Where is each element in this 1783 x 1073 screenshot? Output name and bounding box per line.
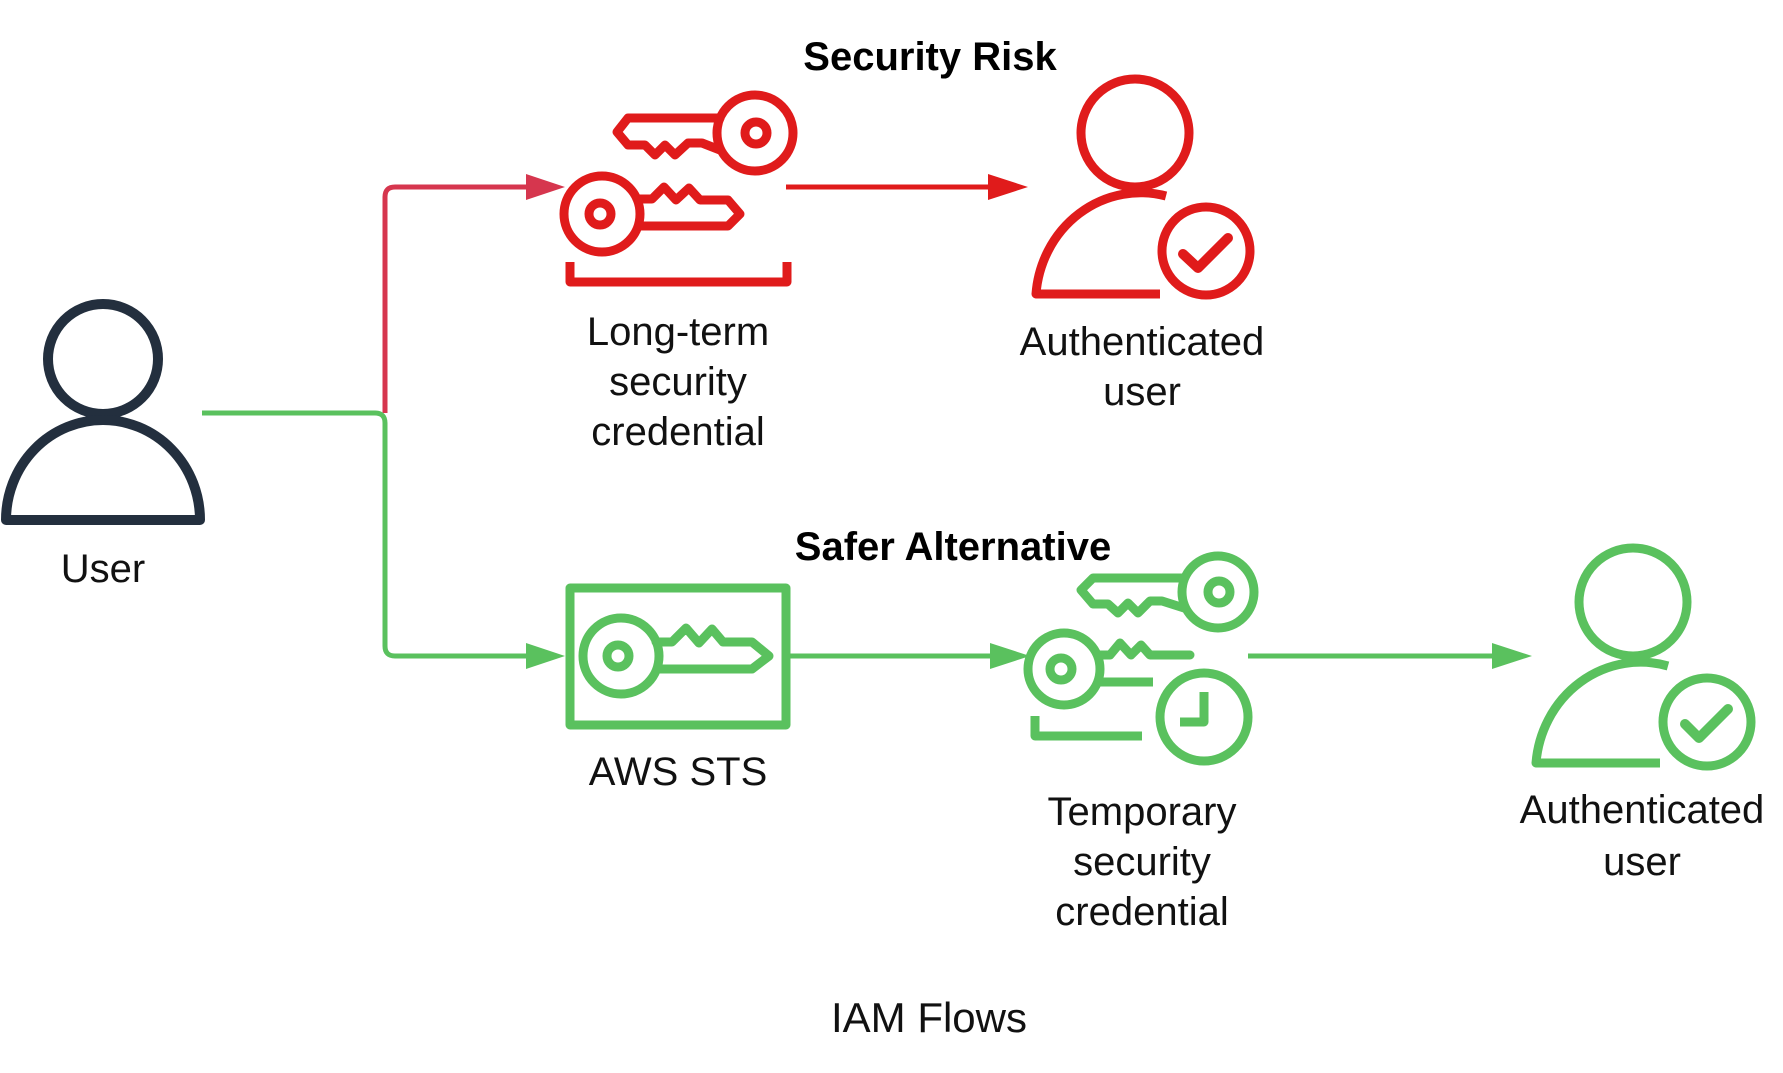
keys-icon	[559, 90, 798, 287]
user-icon	[1, 299, 205, 525]
diagram-caption: IAM Flows	[831, 994, 1027, 1041]
node-label-line: security	[609, 360, 747, 404]
node-aws-sts[interactable]: AWS STS	[565, 583, 791, 794]
edge-aws-sts-to-temporary-credential	[790, 643, 1030, 669]
authenticated-user-icon	[1031, 74, 1255, 300]
temporary-keys-clock-icon	[1023, 551, 1259, 766]
node-label-line: user	[1103, 370, 1181, 414]
arrowhead	[526, 174, 565, 200]
node-label-line: user	[1603, 840, 1681, 884]
node-user[interactable]: User	[1, 299, 205, 591]
edge-long-term-credential-to-authenticated-user	[786, 174, 1028, 200]
node-label-line: credential	[591, 410, 764, 454]
arrowhead	[1492, 643, 1532, 669]
node-label-line: Authenticated	[1520, 788, 1765, 832]
edge-user-to-long-term-credential	[382, 174, 565, 413]
node-label-line: Temporary	[1048, 790, 1237, 834]
node-label: User	[61, 547, 145, 591]
node-risk-authenticated-user[interactable]: Authenticated user	[1020, 74, 1265, 414]
arrowhead	[526, 643, 565, 669]
node-label-line: credential	[1055, 890, 1228, 934]
edge-user-to-aws-sts	[202, 410, 565, 669]
node-label-line: Authenticated	[1020, 320, 1265, 364]
node-temporary-credential[interactable]: Temporary security credential	[1023, 551, 1259, 934]
authenticated-user-icon	[1531, 543, 1756, 771]
node-label-line: security	[1073, 840, 1211, 884]
sts-key-box-icon	[565, 583, 791, 730]
node-label-line: Long-term	[587, 310, 769, 354]
edge-temporary-credential-to-authenticated-user	[1248, 643, 1532, 669]
section-title-safer-alternative: Safer Alternative	[795, 525, 1111, 569]
node-long-term-credential[interactable]: Long-term security credential	[559, 90, 798, 454]
section-title-security-risk: Security Risk	[803, 35, 1057, 79]
arrowhead	[990, 643, 1030, 669]
node-label: AWS STS	[589, 750, 768, 794]
arrowhead	[988, 174, 1028, 200]
node-safe-authenticated-user[interactable]: Authenticated user	[1520, 543, 1765, 884]
